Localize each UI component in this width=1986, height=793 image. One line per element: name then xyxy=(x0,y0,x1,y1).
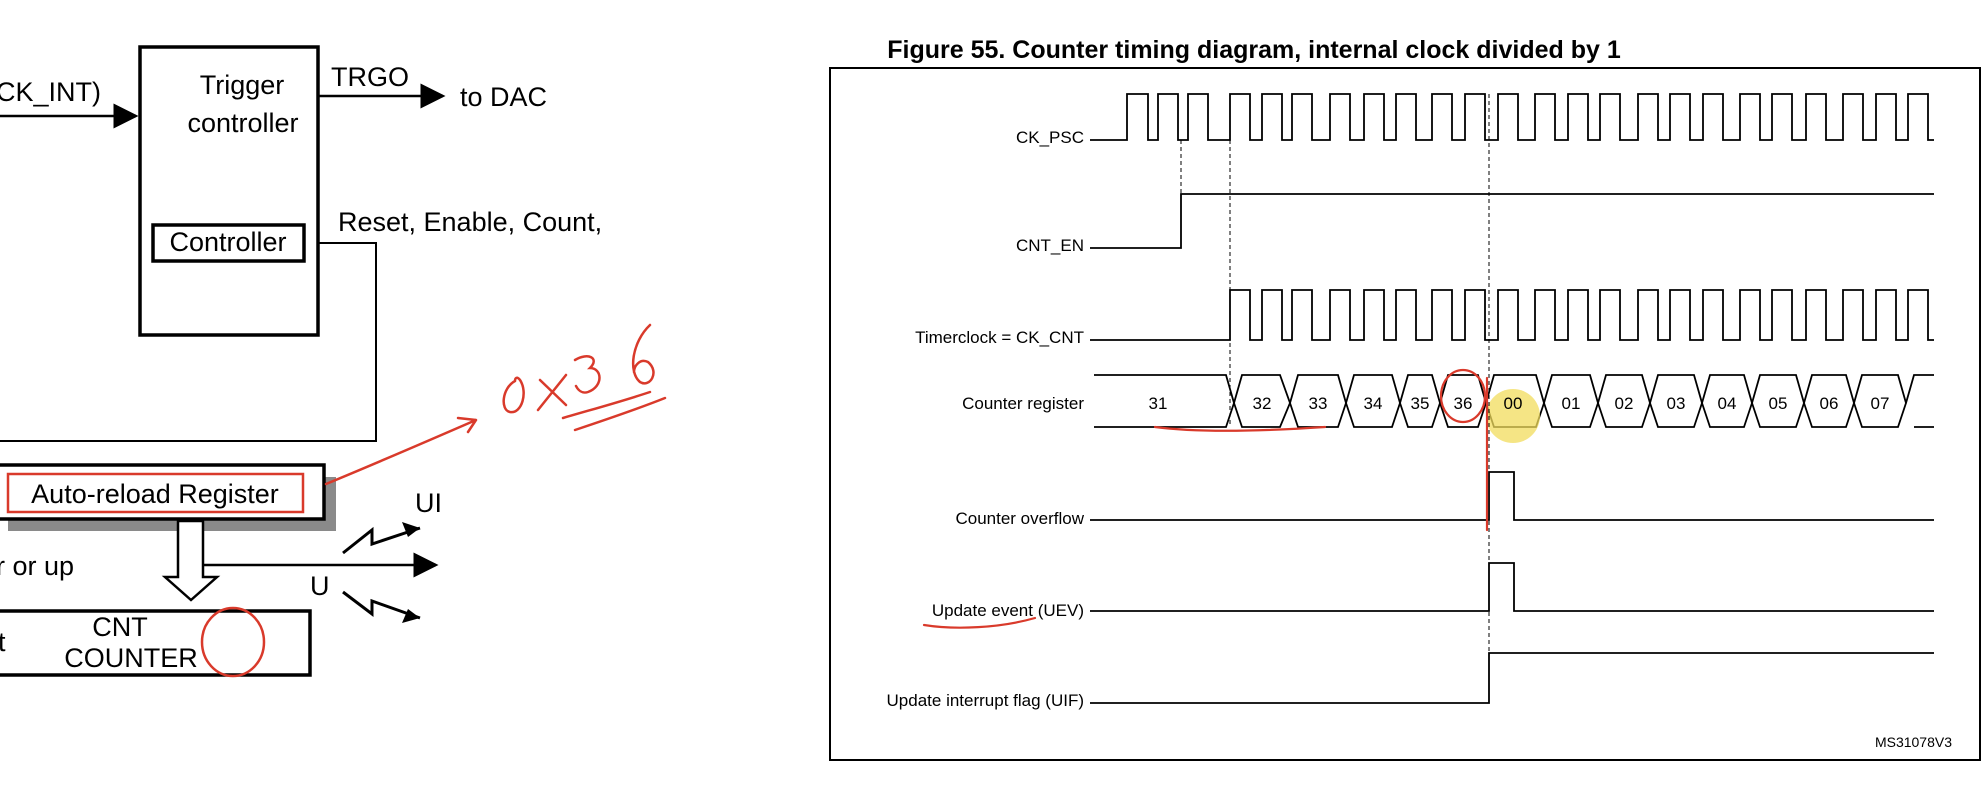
controller-box xyxy=(151,223,306,263)
cnt-counter-label-line2: COUNTER xyxy=(64,643,198,673)
count-direction-label: r or up xyxy=(0,551,74,581)
counter-value: 03 xyxy=(1667,394,1686,413)
counter-value: 04 xyxy=(1718,394,1737,413)
cnt-left-edge-char: t xyxy=(0,627,6,657)
timing-guide-lines xyxy=(1180,94,1490,703)
cnt-counter-label-line1: CNT xyxy=(92,612,148,642)
label-timer-clock: Timerclock = CK_CNT xyxy=(915,328,1084,347)
figure-reference-code: MS31078V3 xyxy=(1875,734,1952,750)
red-circle-counter xyxy=(200,606,266,678)
ck-int-input-label: CK_INT) xyxy=(0,77,101,107)
counter-value: 06 xyxy=(1820,394,1839,413)
controller-signals-label: Reset, Enable, Count, xyxy=(338,207,602,237)
red-annotation-arrow xyxy=(324,416,478,486)
auto-reload-red-highlight xyxy=(6,472,305,514)
trigger-controller-box xyxy=(138,45,320,337)
u-event-arrow xyxy=(342,590,421,620)
timer-clock-waveform xyxy=(1090,289,1934,341)
label-ck-psc: CK_PSC xyxy=(1016,128,1084,147)
ck-psc-waveform xyxy=(1090,93,1934,141)
counter-value: 31 xyxy=(1149,394,1168,413)
ui-label: UI xyxy=(415,488,442,518)
handwritten-0x36-note xyxy=(502,323,667,432)
counter-value: 00 xyxy=(1504,394,1523,413)
cnt-en-waveform xyxy=(1090,193,1934,249)
control-signal-line xyxy=(0,242,377,442)
counter-value: 35 xyxy=(1411,394,1430,413)
counter-value: 32 xyxy=(1253,394,1272,413)
counter-value: 02 xyxy=(1615,394,1634,413)
trigger-controller-label-line2: controller xyxy=(187,108,298,138)
controller-label: Controller xyxy=(169,227,286,257)
to-dac-label: to DAC xyxy=(460,82,547,112)
arr-to-counter-arrow xyxy=(161,519,221,602)
trgo-label: TRGO xyxy=(331,62,409,92)
label-counter-register: Counter register xyxy=(962,394,1084,413)
ui-interrupt-arrow xyxy=(342,526,421,555)
counter-value: 34 xyxy=(1364,394,1383,413)
counter-value: 01 xyxy=(1562,394,1581,413)
ui-interrupt-arrowhead xyxy=(402,522,420,537)
counter-value: 05 xyxy=(1769,394,1788,413)
counter-overflow-waveform xyxy=(1090,471,1934,521)
counter-value: 36 xyxy=(1454,394,1473,413)
label-cnt-en: CNT_EN xyxy=(1016,236,1084,255)
label-uif: Update interrupt flag (UIF) xyxy=(887,691,1084,710)
trigger-controller-label-line1: Trigger xyxy=(200,70,285,100)
counter-value: 33 xyxy=(1309,394,1328,413)
cursor-highlight xyxy=(1486,389,1540,443)
u-label: U xyxy=(310,571,330,601)
label-update-event: Update event (UEV) xyxy=(932,601,1084,620)
red-annotations-timing xyxy=(922,368,1489,629)
counter-value: 07 xyxy=(1871,394,1890,413)
timing-diagram-frame xyxy=(829,67,1981,761)
u-event-arrowhead xyxy=(402,609,420,623)
update-event-waveform xyxy=(1090,562,1934,612)
auto-reload-register-label: Auto-reload Register xyxy=(31,479,279,509)
timer-block-diagram: CK_INT) Trigger controller Controller TR… xyxy=(0,45,667,678)
figure-title: Figure 55. Counter timing diagram, inter… xyxy=(887,36,1621,64)
label-counter-overflow: Counter overflow xyxy=(955,509,1084,528)
uif-waveform xyxy=(1090,652,1934,704)
